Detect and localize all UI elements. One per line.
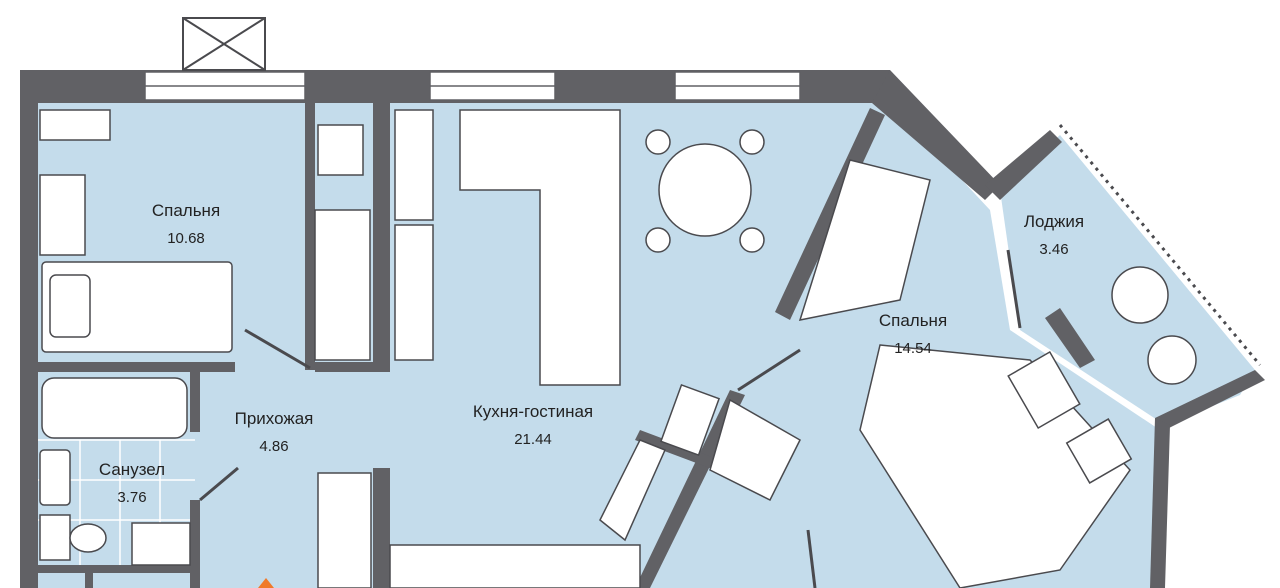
dining-table [658,143,752,237]
room-loggia: Лоджия 3.46 [1024,211,1084,261]
room-area: 3.76 [117,489,147,506]
room-hallway: Прихожая 4.86 [235,408,314,458]
bathtub [41,377,188,439]
room-area: 3.46 [1039,241,1069,258]
room-name: Прихожая [234,409,314,428]
entrance-arrow-icon [258,578,274,588]
loggia-table [1111,266,1169,324]
desk-right [798,159,931,321]
room-name: Спальня [151,201,221,220]
room-bedroom-2: Спальня 14.54 [879,310,947,360]
room-area: 10.68 [167,230,205,247]
room-area: 4.86 [259,438,289,455]
kitchen-unit [599,439,667,542]
room-kitchen-living: Кухня-гостиная 21.44 [473,401,593,451]
room-bedroom-1: Спальня 10.68 [152,200,220,250]
doors [199,249,1022,588]
nightstand [1007,350,1081,430]
desk-left [317,124,364,176]
sofa [459,109,621,386]
room-name: Спальня [878,311,948,330]
wardrobe-left [314,209,371,361]
room-name: Кухня-гостиная [472,402,594,421]
sink [39,449,71,506]
washing-machine [131,522,191,566]
bookshelf-living [394,109,434,221]
room-area: 14.54 [894,340,932,357]
room-bathroom: Санузел 3.76 [99,459,165,509]
tv-stand [394,224,434,361]
furniture [39,109,1197,588]
cabinet [709,398,801,502]
wardrobe-hall [317,472,372,588]
shelf [39,174,86,256]
loggia-chair [1147,335,1197,385]
ventilation-shaft [182,17,266,71]
bookshelf [39,109,111,141]
room-name: Лоджия [1023,212,1085,231]
room-area: 21.44 [514,431,552,448]
stove [659,384,721,456]
windows [144,71,801,101]
toilet-tank [39,514,71,561]
room-name: Санузел [98,460,166,479]
kitchen-counter [389,544,641,588]
